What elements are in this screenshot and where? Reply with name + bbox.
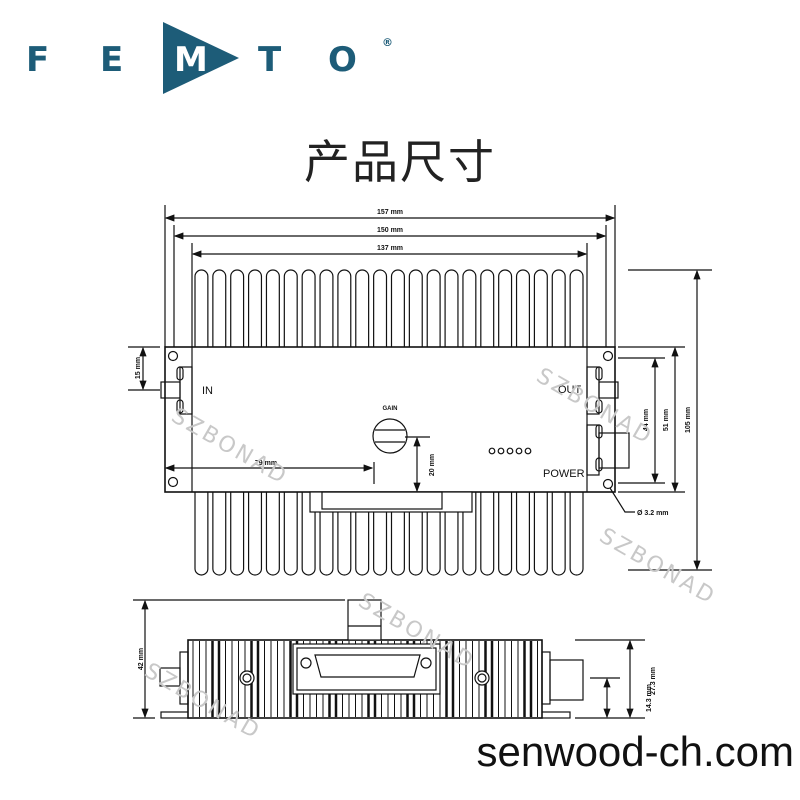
page-title: 产品尺寸 [304,136,496,188]
dim-14-3: 14.3 mm [646,684,653,712]
in-connector [160,366,193,415]
dim-hole-diameter: Ø 3.2 mm [637,510,669,517]
dim-105: 105 mm [685,407,692,433]
dim-15: 15 mm [135,357,142,379]
led-indicators [488,447,532,455]
dim-157: 157 mm [377,209,403,216]
mount-hole [167,350,179,362]
label-in: IN [202,385,213,397]
label-gain: GAIN [383,406,398,412]
top-fins [194,269,584,347]
label-power: POWER [543,468,585,480]
mount-hole [602,478,614,490]
logo-letter-t: T [258,40,282,80]
dim-44: 44 mm [643,409,650,431]
logo-letter-o: O [328,40,357,80]
side-view [133,599,645,719]
logo-triangle-icon [163,22,239,94]
dim-51: 51 mm [663,409,670,431]
logo-letter-e: E [100,40,124,80]
dim-79: 79 mm [255,460,277,467]
logo-letter-f: F [26,40,50,80]
bottom-fins [194,492,584,576]
femto-logo: F E M T O ® [20,22,400,94]
fin [194,492,584,576]
dim-42: 42 mm [138,648,145,670]
website-footer: senwood-ch.com [476,728,794,775]
fin [194,269,584,347]
power-connector [586,424,630,476]
registered-mark: ® [382,36,393,49]
gain-knob-icon [372,418,408,454]
watermark: SZBONAD [595,524,721,611]
dim-27-3: 27.3 mm [650,667,657,695]
dim-20: 20 mm [429,454,436,476]
top-view [128,205,712,576]
out-connector [586,366,619,415]
dim-150: 150 mm [377,227,403,234]
mount-hole [167,476,179,488]
label-out: OUT [558,384,582,396]
mount-hole [602,350,614,362]
logo-letter-m: M [174,40,208,80]
dim-137: 137 mm [377,245,403,252]
